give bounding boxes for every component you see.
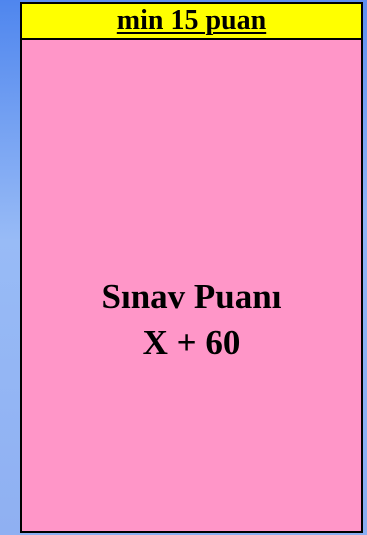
score-formula: X + 60: [142, 322, 241, 362]
minimum-score-label: min 15 puan: [116, 5, 267, 36]
exam-score-title: Sınav Puanı: [101, 277, 282, 316]
score-panel: min 15 puan Sınav Puanı X + 60: [20, 2, 363, 533]
minimum-score-header: min 15 puan: [22, 4, 361, 40]
background-stripe: [0, 0, 20, 535]
score-content: Sınav Puanı X + 60: [22, 274, 361, 365]
